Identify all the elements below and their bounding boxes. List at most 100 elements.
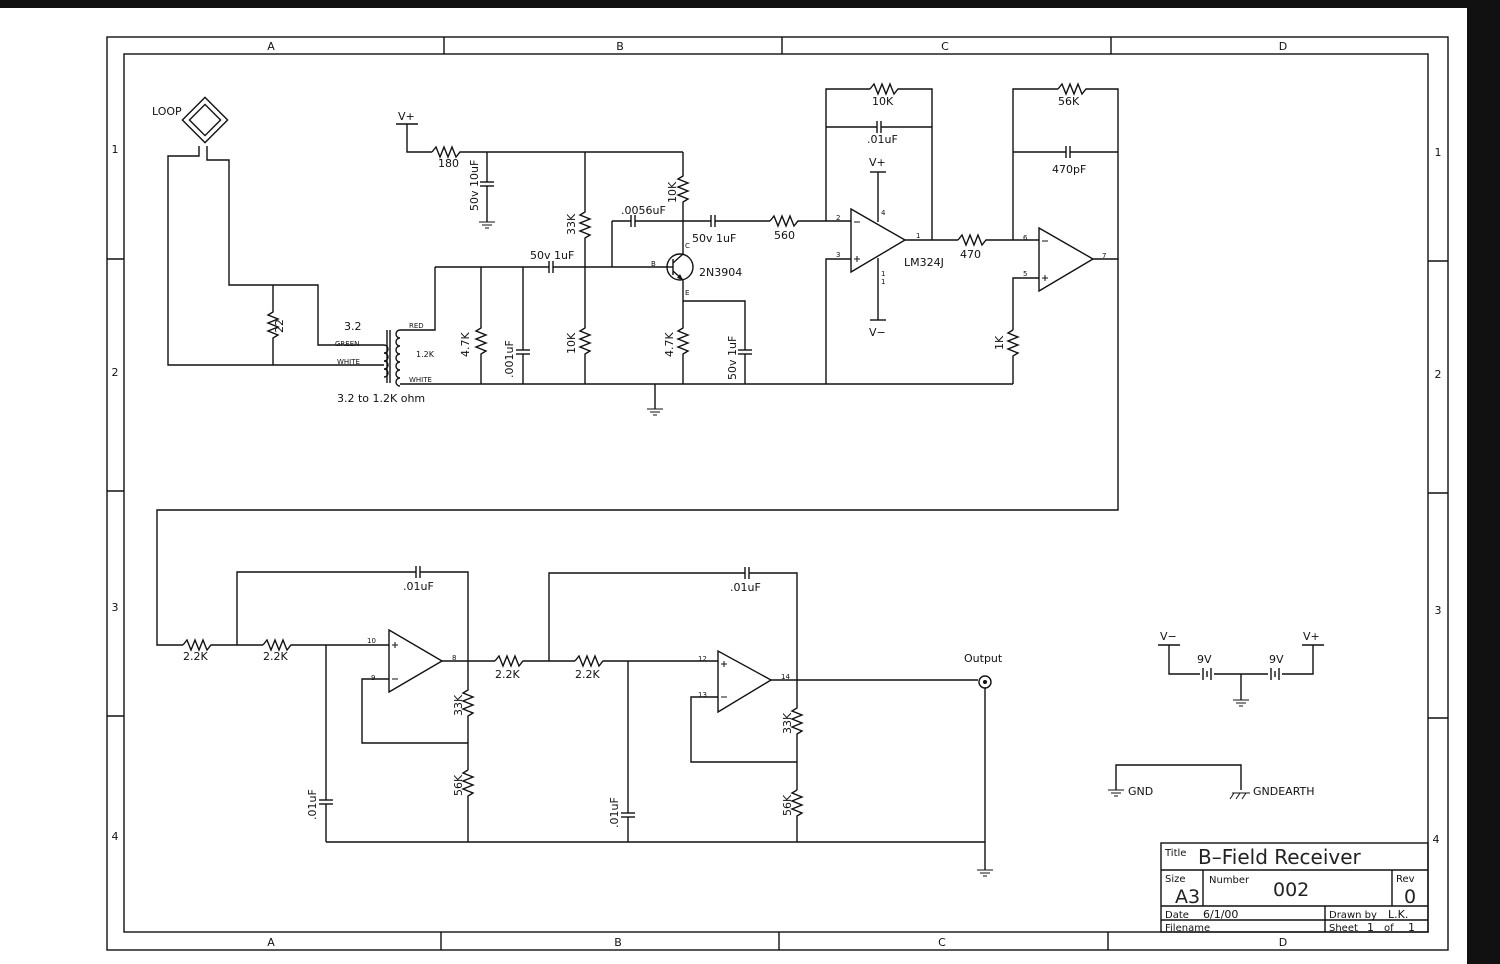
battery-1-label: 9V bbox=[1197, 653, 1212, 666]
u1-pin1: 1 bbox=[916, 232, 920, 240]
u1-pin4: 4 bbox=[881, 209, 886, 217]
u1-pin2: 2 bbox=[836, 214, 840, 222]
f2-r2-label: 2.2K bbox=[575, 668, 600, 681]
loop-antenna-icon bbox=[167, 96, 381, 366]
resistor-4k7-input bbox=[474, 267, 488, 384]
transistor-collector-label: C bbox=[685, 242, 690, 250]
zone-row-1-right: 1 bbox=[1435, 146, 1442, 159]
capacitor-0056uf bbox=[611, 215, 683, 267]
transformer-icon bbox=[381, 267, 1013, 387]
xfmr-red-label: RED bbox=[409, 322, 424, 330]
tb-size: A3 bbox=[1175, 886, 1200, 908]
zone-row-2-left: 2 bbox=[112, 366, 119, 379]
f1-pin10: 10 bbox=[367, 637, 376, 645]
f2-c-gnd-label: .01uF bbox=[608, 797, 621, 828]
f1-pin8: 8 bbox=[452, 654, 456, 662]
zone-row-3-right: 3 bbox=[1435, 604, 1442, 617]
tb-sheets: 1 bbox=[1408, 921, 1415, 934]
tb-rev: 0 bbox=[1404, 886, 1416, 908]
f2-r56k-label: 56K bbox=[781, 794, 794, 816]
f1-r1-label: 2.2K bbox=[183, 650, 208, 663]
resistor-560 bbox=[769, 214, 851, 228]
tb-rev-label: Rev bbox=[1396, 874, 1415, 885]
npn-transistor-icon bbox=[666, 221, 694, 322]
drawing-frame bbox=[106, 36, 1449, 951]
zone-col-d-top: D bbox=[1279, 40, 1287, 53]
f1-c-top-label: .01uF bbox=[403, 580, 434, 593]
op-amp-u2-icon bbox=[156, 82, 1119, 646]
resistor-10k-collector-label: 10K bbox=[666, 181, 679, 203]
xfmr-secondary-label: 1.2K bbox=[416, 350, 435, 359]
u1-pin11a: 1 bbox=[881, 270, 885, 278]
f2-r33k-label: 33K bbox=[781, 712, 794, 734]
capacitor-emitter-1uf bbox=[683, 300, 752, 384]
gnd-label: GND bbox=[1128, 785, 1153, 798]
resistor-10k-collector bbox=[676, 152, 690, 221]
capacitor-001uf bbox=[516, 267, 530, 384]
zone-col-b-bottom: B bbox=[614, 936, 622, 949]
u1-vplus-label: V+ bbox=[869, 156, 886, 169]
resistor-33k-bias bbox=[578, 152, 592, 267]
xfmr-primary-label: 3.2 bbox=[344, 320, 362, 333]
zone-row-4-left: 4 bbox=[112, 830, 119, 843]
u2-c470-label: 470pF bbox=[1052, 163, 1086, 176]
resistor-22 bbox=[266, 285, 280, 365]
tb-number: 002 bbox=[1273, 879, 1309, 901]
capacitor-10uf-label: 50v 10uF bbox=[468, 160, 481, 211]
resistor-4k7-emitter-label: 4.7K bbox=[663, 332, 676, 357]
capacitor-10uf bbox=[478, 152, 496, 229]
battery-vplus-label: V+ bbox=[1303, 630, 1320, 643]
battery-2-label: 9V bbox=[1269, 653, 1284, 666]
f1-r2-label: 2.2K bbox=[263, 650, 288, 663]
tb-sheet-label: Sheet bbox=[1329, 923, 1358, 934]
f2-pin13: 13 bbox=[698, 691, 707, 699]
zone-row-1-left: 1 bbox=[112, 143, 119, 156]
resistor-560-label: 560 bbox=[774, 229, 795, 242]
resistor-180 bbox=[431, 145, 683, 159]
f2-c-top-label: .01uF bbox=[730, 581, 761, 594]
zone-col-b-top: B bbox=[616, 40, 624, 53]
u2-pin7: 7 bbox=[1102, 252, 1106, 260]
zone-col-c-bottom: C bbox=[938, 936, 946, 949]
resistor-470 bbox=[957, 233, 1039, 247]
xfmr-white-primary-label: WHITE bbox=[337, 358, 360, 366]
capacitor-emitter-label: 50v 1uF bbox=[726, 336, 739, 380]
xfmr-green-label: GREEN bbox=[335, 340, 359, 348]
u2-r56k-label: 56K bbox=[1058, 95, 1080, 108]
f2-r1-label: 2.2K bbox=[495, 668, 520, 681]
resistor-10k-bias-label: 10K bbox=[565, 332, 578, 354]
resistor-4k7-emitter bbox=[676, 322, 690, 384]
u1-pin3: 3 bbox=[836, 251, 840, 259]
filter-stage-1 bbox=[182, 566, 495, 842]
tb-title-label: Title bbox=[1164, 848, 1186, 859]
resistor-1k-label: 1K bbox=[993, 335, 1006, 350]
u1-c01-label: .01uF bbox=[867, 133, 898, 146]
resistor-10k-bias bbox=[578, 267, 592, 384]
xfmr-caption: 3.2 to 1.2K ohm bbox=[337, 392, 425, 405]
tb-drawn-by: L.K. bbox=[1388, 908, 1408, 921]
gndearth-label: GNDEARTH bbox=[1253, 785, 1315, 798]
zone-col-a-bottom: A bbox=[267, 936, 275, 949]
resistor-470-label: 470 bbox=[960, 248, 981, 261]
transistor-emitter-label: E bbox=[685, 289, 689, 297]
tb-title: B–Field Receiver bbox=[1198, 845, 1362, 869]
f1-r56k-label: 56K bbox=[452, 774, 465, 796]
loop-label: LOOP bbox=[152, 105, 182, 118]
u1-pin11b: 1 bbox=[881, 278, 885, 286]
capacitor-output-label: 50v 1uF bbox=[692, 232, 736, 245]
capacitor-output-1uf bbox=[683, 215, 770, 227]
capacitor-input-1uf bbox=[548, 261, 667, 273]
resistor-4k7-input-label: 4.7K bbox=[459, 332, 472, 357]
tb-number-label: Number bbox=[1209, 875, 1250, 886]
zone-row-2-right: 2 bbox=[1435, 368, 1442, 381]
capacitor-input-label: 50v 1uF bbox=[530, 249, 574, 262]
zone-col-d-bottom: D bbox=[1279, 936, 1287, 949]
f2-pin14: 14 bbox=[781, 673, 790, 681]
u2-pin5: 5 bbox=[1023, 270, 1027, 278]
u1-part-label: LM324J bbox=[904, 256, 944, 269]
battery-supply-icon bbox=[1158, 644, 1324, 707]
op-amp-u1-icon bbox=[825, 82, 958, 384]
filter-stage-2 bbox=[326, 567, 994, 877]
capacitor-001uf-label: .001uF bbox=[503, 340, 516, 378]
